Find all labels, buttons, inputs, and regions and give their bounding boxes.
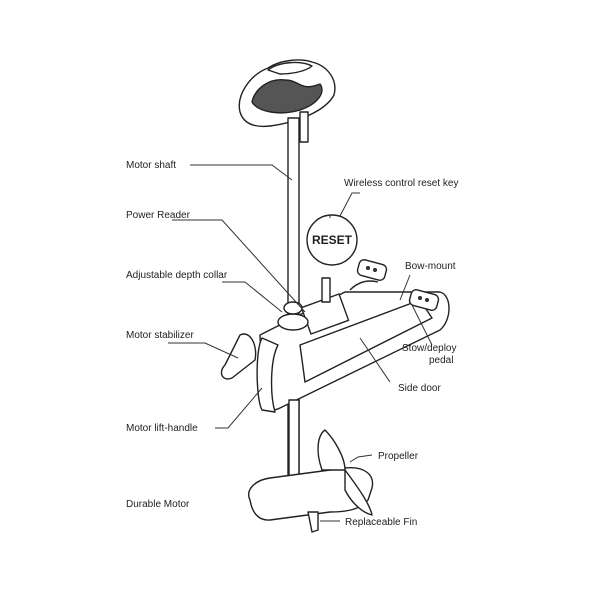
label-depth-collar: Adjustable depth collar bbox=[126, 270, 228, 281]
leader-lines bbox=[168, 164, 433, 522]
label-wireless-reset: Wireless control reset key bbox=[344, 178, 458, 189]
label-side-door: Side door bbox=[398, 383, 441, 394]
control-head bbox=[238, 59, 336, 143]
label-stow-pedal-1: Stow/deploy bbox=[402, 343, 456, 354]
motor-stabilizer bbox=[220, 333, 257, 380]
label-motor-shaft: Motor shaft bbox=[126, 160, 176, 171]
reset-key-label: RESET bbox=[312, 233, 353, 247]
bow-mount bbox=[256, 277, 450, 413]
label-motor-stabilizer: Motor stabilizer bbox=[126, 330, 194, 341]
label-power-reader: Power Reader bbox=[126, 210, 191, 221]
label-lift-handle: Motor lift-handle bbox=[126, 423, 198, 434]
reset-key: RESET bbox=[306, 214, 358, 266]
stow-deploy-pedals bbox=[356, 259, 440, 311]
label-bow-mount: Bow-mount bbox=[405, 261, 456, 272]
label-replaceable-fin: Replaceable Fin bbox=[345, 517, 417, 528]
label-durable-motor: Durable Motor bbox=[126, 499, 190, 510]
label-propeller: Propeller bbox=[378, 451, 419, 462]
durable-motor bbox=[248, 399, 374, 533]
label-stow-pedal-2: pedal bbox=[429, 355, 453, 366]
